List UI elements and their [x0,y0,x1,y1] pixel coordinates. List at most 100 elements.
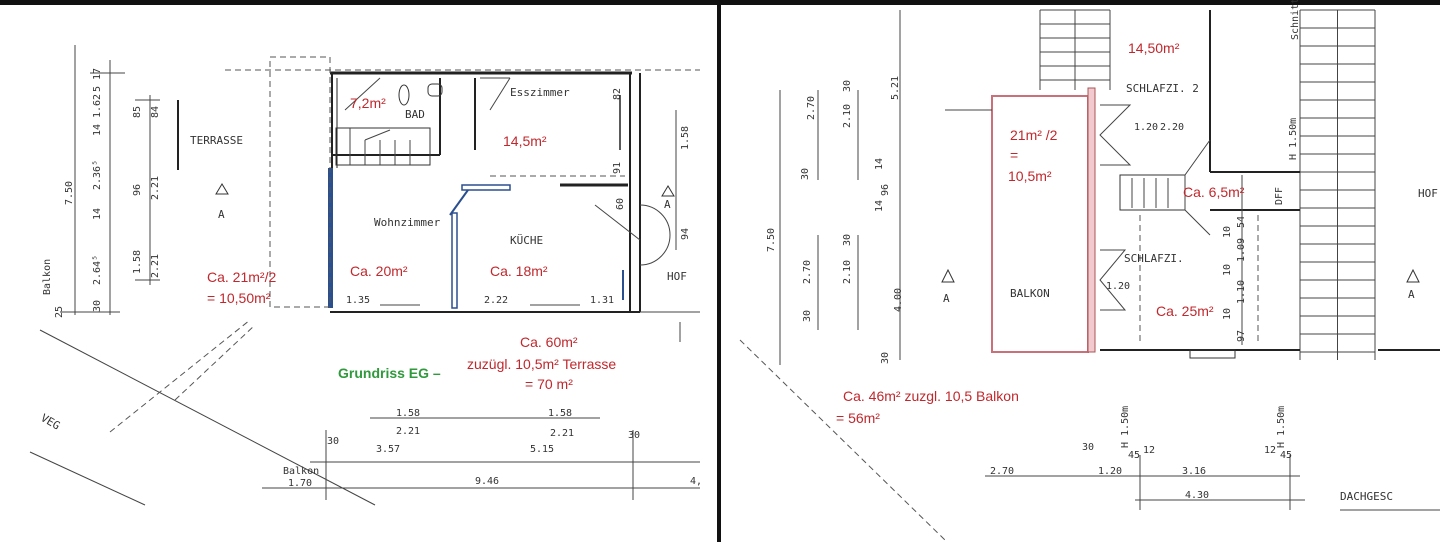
door-leaf [594,204,641,241]
dimension-label: 1.31 [590,295,614,306]
upper-floor-walls [945,10,1440,359]
dimension-label: 2.70 [990,466,1014,477]
dimension-label: 2.22 [484,295,508,306]
area-annotation: 14,5m² [503,133,547,149]
staircase [335,127,431,166]
dimension-label: 30 [842,80,853,92]
dimension-label: 12 [1143,445,1155,456]
dimension-label: 2.36⁵ [92,160,103,190]
dimension-label: 12 [1264,445,1276,456]
dimension-label: 2.21 [150,176,161,200]
plan-title: Grundriss EG – [338,365,441,381]
room-label: Schnitt [1290,0,1301,40]
dimension-label: 3.57 [376,444,400,455]
dimension-label: Balkon [42,259,53,295]
dimension-label: 30 [1082,442,1094,453]
section-marker-icon [215,183,229,195]
dimension-label: 97 [1236,330,1247,342]
room-label: TERRASSE [190,134,243,147]
dimension-label: Balkon [283,466,319,477]
street-line [739,339,946,541]
dimension-label: 54 [1236,216,1247,228]
dimension-label: 2.70 [802,260,813,284]
dimension-label: 4.00 [893,288,904,312]
panel-divider [717,0,721,542]
dimension-label: 1.20 [1098,466,1122,477]
area-annotation: = 10,50m² [207,290,271,306]
room-label: A [664,198,671,211]
dimension-label: 14 [92,208,103,220]
dimension-label: 14 [874,200,885,212]
dimension-label: 5.15 [530,444,554,455]
area-annotation: = [1010,147,1018,163]
dimension-label: 7.50 [64,181,75,205]
dimension-label: 4, [690,476,702,487]
area-annotation: zuzügl. 10,5m² Terrasse [467,356,616,372]
dimension-label: 30 [628,430,640,441]
right-dimension-lines [779,10,1440,511]
room-label: A [943,292,950,305]
room-label: SCHLAFZI. [1124,252,1184,265]
area-annotation: Ca. 25m² [1156,303,1214,319]
dimension-label: 1.58 [132,250,143,274]
terrace-outline [269,56,331,308]
dimension-label: H 1.50m [1288,118,1299,160]
area-annotation: 7,2m² [350,95,386,111]
room-label: A [218,208,225,221]
section-marker-icon [941,268,955,283]
dimension-label: 10 [1222,226,1233,238]
dimension-label: 4.30 [1185,490,1209,501]
dimension-label: 2.70 [806,96,817,120]
dimension-label: 2.64⁵ [92,255,103,285]
dimension-label: 5.21 [890,76,901,100]
area-annotation: 14,50m² [1128,40,1180,56]
room-label: HOF [1418,187,1438,200]
dimension-label: 10 [1222,264,1233,276]
dimension-label: 2.10 [842,104,853,128]
dimension-label: 1.58 [548,408,572,419]
room-label: SCHLAFZI. 2 [1126,82,1199,95]
dimension-label: 1.70 [288,478,312,489]
dimension-label: 30 [802,310,813,322]
area-annotation: Ca. 20m² [350,263,408,279]
area-annotation: Ca. 46m² zuzgl. 10,5 Balkon [843,388,1019,404]
dimension-label: 2.21 [150,254,161,278]
dimension-label: H 1.50m [1120,406,1131,448]
dimension-label: H 1.50m [1276,406,1287,448]
dimension-label: 2.20 [1160,122,1184,133]
dimension-label: 1.20 [1106,281,1130,292]
dimension-label: 17 [92,68,103,80]
street-lines [29,319,376,506]
area-annotation: = 56m² [836,410,880,426]
room-label: A [1408,288,1415,301]
dimension-label: 96 [880,184,891,196]
area-annotation: 21m² /2 [1010,127,1058,143]
room-label: HOF [667,270,687,283]
bathroom-fixtures [398,83,443,106]
room-label: BALKON [1010,287,1050,300]
room-label: Wohnzimmer [374,216,441,229]
area-annotation: Ca. 21m²/2 [207,269,276,285]
dimension-label: 84 [150,106,161,118]
dimension-label: 30 [880,352,891,364]
dimension-label: 96 [132,184,143,196]
dimension-label: 30 [800,168,811,180]
dimension-label: 1.58 [680,126,691,150]
dimension-label: 1.62 [92,94,103,118]
area-annotation: Ca. 60m² [520,334,578,350]
dimension-label: 30 [327,436,339,447]
dimension-label: 14 [874,158,885,170]
plan-title: DACHGESC [1340,490,1393,503]
door-swing-arc [639,204,671,266]
left-dimension-lines [60,45,700,500]
stair-hatch-top [1039,9,1111,90]
area-annotation: Ca. 6,5m² [1183,184,1245,200]
dimension-label: 45 [1128,450,1140,461]
dimension-label: 1.20 [1134,122,1158,133]
section-marker-icon [661,185,675,197]
area-annotation: Ca. 18m² [490,263,548,279]
dimension-label: 60 [615,198,626,210]
dimension-label: 85 [132,106,143,118]
dimension-label: 3.16 [1182,466,1206,477]
